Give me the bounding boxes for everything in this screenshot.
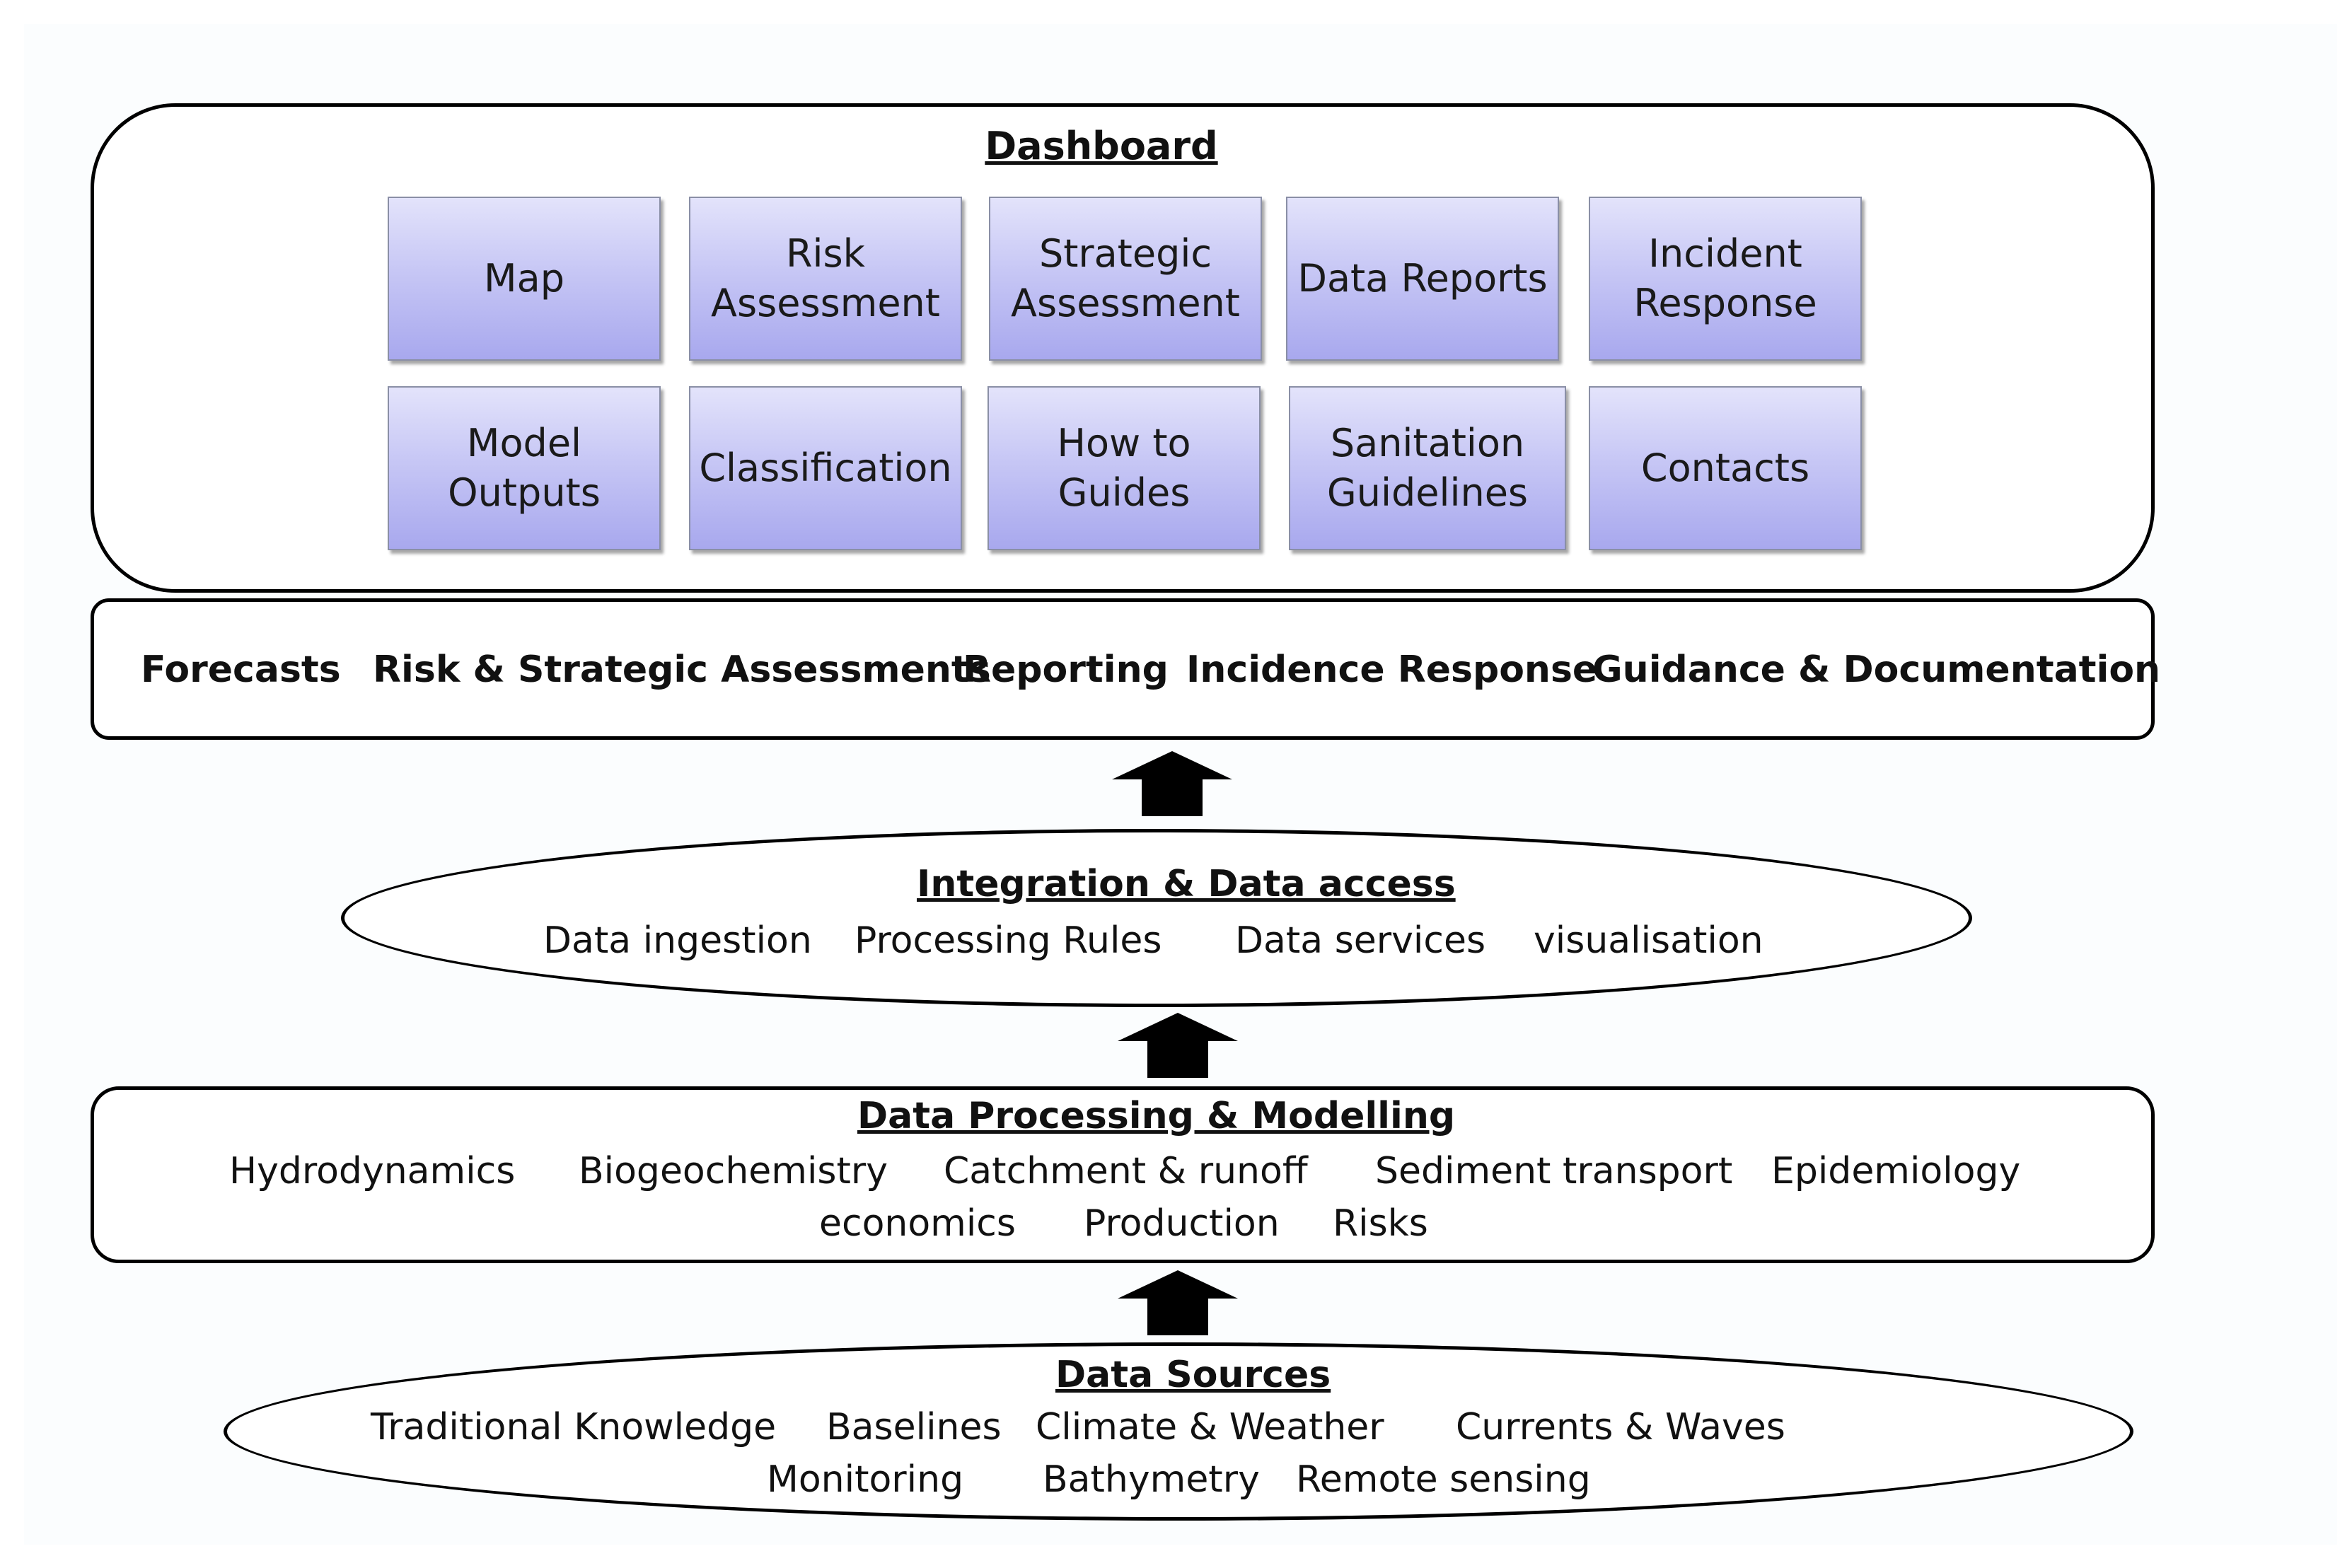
integration-item: Data services <box>1235 919 1486 962</box>
service-risk-strategic-assessments: Risk & Strategic Assessments <box>373 649 991 691</box>
data-source-item: Climate & Weather <box>1036 1406 1384 1448</box>
service-guidance-documentation: Guidance & Documentation <box>1592 649 2161 691</box>
data-source-item: Remote sensing <box>1296 1458 1591 1501</box>
service-forecasts: Forecasts <box>141 649 341 691</box>
data-sources-layer <box>224 1342 2133 1521</box>
data-source-item: Traditional Knowledge <box>371 1406 777 1448</box>
tile-data-reports[interactable]: Data Reports <box>1286 197 1559 361</box>
dashboard-title: Dashboard <box>985 124 1218 168</box>
tile-strategic-assessment[interactable]: Strategic Assessment <box>989 197 1262 361</box>
data-source-item: Monitoring <box>767 1458 964 1501</box>
service-incidence-response: Incidence Response <box>1186 649 1598 691</box>
integration-item: Data ingestion <box>543 919 812 962</box>
tile-how-to-guides[interactable]: How to Guides <box>987 386 1261 550</box>
arrow-up-icon <box>1112 751 1232 816</box>
integration-item: Processing Rules <box>855 919 1162 962</box>
data-sources-title: Data Sources <box>1055 1354 1331 1396</box>
processing-title: Data Processing & Modelling <box>857 1095 1456 1137</box>
data-source-item: Currents & Waves <box>1456 1406 1785 1448</box>
tile-map[interactable]: Map <box>388 197 661 361</box>
processing-item: Sediment transport <box>1375 1150 1733 1192</box>
processing-item: Catchment & runoff <box>944 1150 1308 1192</box>
data-source-item: Bathymetry <box>1043 1458 1260 1501</box>
arrow-up-icon <box>1118 1270 1238 1335</box>
processing-item: Risks <box>1333 1202 1428 1245</box>
tile-contacts[interactable]: Contacts <box>1589 386 1862 550</box>
processing-item: economics <box>819 1202 1016 1245</box>
processing-item: Epidemiology <box>1771 1150 2021 1192</box>
integration-layer <box>341 829 1972 1007</box>
tile-sanitation-guidelines[interactable]: Sanitation Guidelines <box>1289 386 1566 550</box>
service-reporting: Reporting <box>963 649 1169 691</box>
processing-item: Biogeochemistry <box>579 1150 888 1192</box>
processing-layer <box>91 1086 2155 1263</box>
processing-item: Production <box>1084 1202 1280 1245</box>
integration-item: visualisation <box>1534 919 1763 962</box>
arrow-up-icon <box>1118 1013 1238 1078</box>
services-band: Forecasts Risk & Strategic Assessments R… <box>91 598 2160 740</box>
processing-item: Hydrodynamics <box>229 1150 516 1192</box>
tile-classification[interactable]: Classification <box>689 386 962 550</box>
tile-model-outputs[interactable]: Model Outputs <box>388 386 661 550</box>
integration-title: Integration & Data access <box>917 863 1456 905</box>
tile-risk-assessment[interactable]: Risk Assessment <box>689 197 962 361</box>
tile-incident-response[interactable]: Incident Response <box>1589 197 1862 361</box>
data-source-item: Baselines <box>826 1406 1002 1448</box>
